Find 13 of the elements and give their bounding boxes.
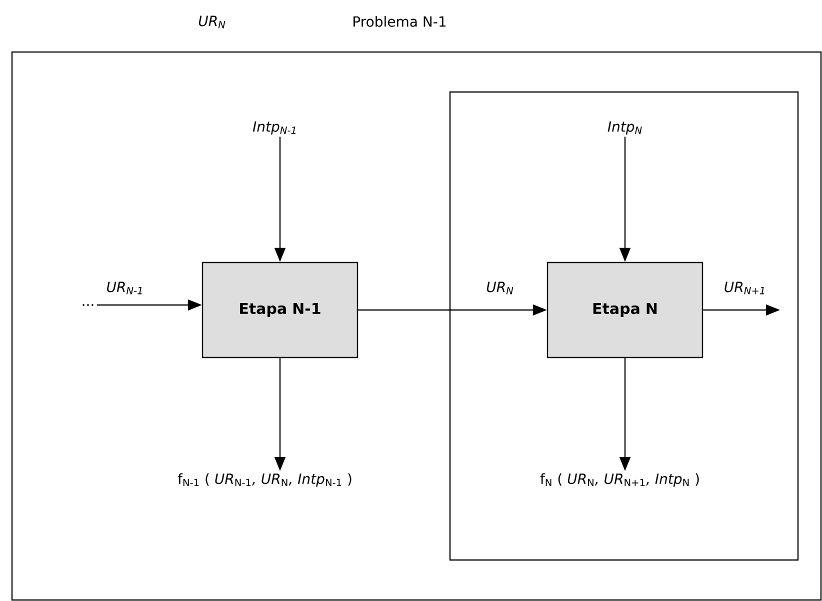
variable-label: Intp$_{N-1}$ — [252, 121, 296, 135]
frame-box — [449, 91, 799, 561]
function-label: ... — [82, 304, 94, 306]
edge-label: UR$_{N+1}$ — [724, 282, 764, 294]
function-label: f$_{N}$ ( UR$_{N}$, UR$_{N+1}$, Intp$_{N}$ ) — [540, 473, 699, 487]
node-label: Problema N-1 — [354, 16, 446, 27]
edge-label: UR$_{N-1}$ — [107, 282, 142, 294]
stage-box: Etapa N — [546, 262, 704, 358]
stage-box: Etapa N-1 — [202, 262, 358, 358]
edge-label: UR$_{N}$ — [486, 282, 514, 294]
variable-label: Intp$_{N}$ — [608, 121, 642, 135]
variable-label: UR$_{N}$ — [198, 16, 226, 28]
function-label: f$_{N-1}$ ( UR$_{N-1}$, UR$_{N}$, Intp$_{N-1}$ ) — [178, 473, 352, 487]
